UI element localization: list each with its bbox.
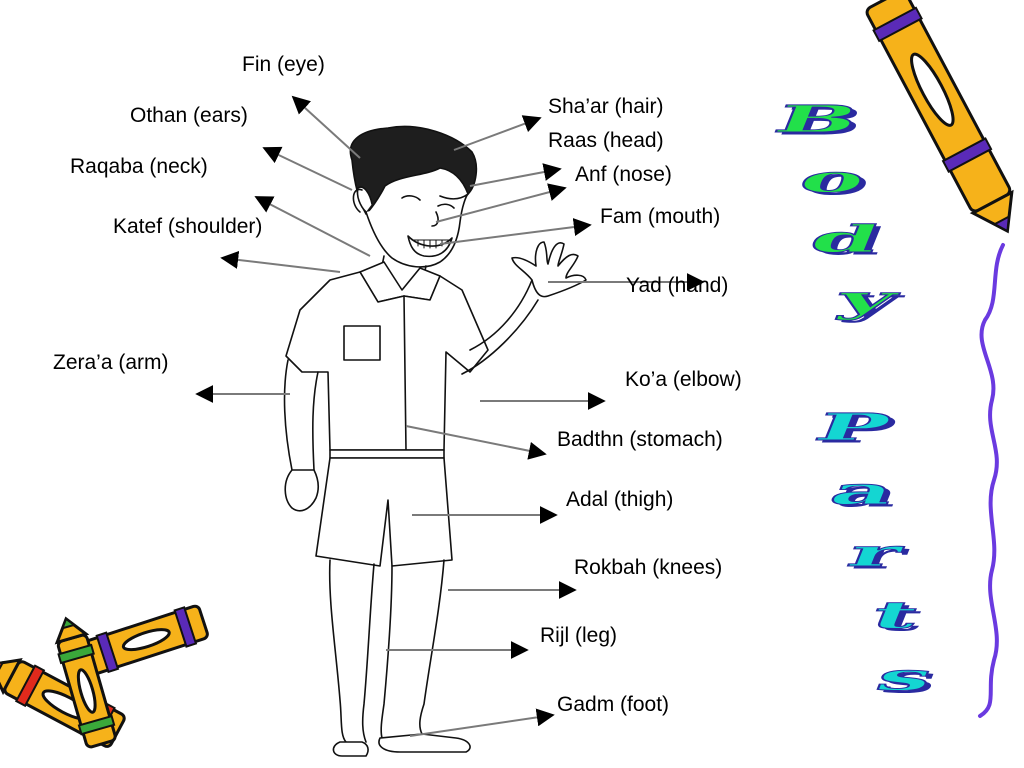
squiggle-line	[978, 243, 1005, 718]
crayons-icon	[0, 604, 209, 749]
arrow-nose	[469, 163, 562, 187]
label-knees: Rokbah (knees)	[574, 556, 723, 579]
arrow-head	[435, 183, 567, 223]
arrow-shoulder	[220, 250, 341, 273]
crayon-icon	[865, 0, 1014, 234]
label-ears: Othan (ears)	[130, 104, 248, 127]
label-mouth: Fam (mouth)	[600, 205, 721, 228]
wordart-letter-shadow: B	[773, 100, 872, 143]
wordart-parts: P P a a r r t t s s	[807, 405, 946, 702]
arrow-hair	[453, 115, 542, 151]
label-thigh: Adal (thigh)	[566, 488, 674, 511]
label-head: Raas (head)	[548, 129, 664, 152]
boy-illustration	[283, 125, 587, 757]
label-shoulder: Katef (shoulder)	[113, 215, 263, 238]
label-arrows	[195, 95, 705, 737]
arrow-stomach	[405, 425, 547, 460]
label-leg: Rijl (leg)	[540, 624, 618, 647]
label-arm: Zera’a (arm)	[53, 351, 169, 374]
arrow-mouth	[439, 218, 592, 245]
arrow-ears	[262, 146, 353, 191]
label-elbow: Ko’a (elbow)	[625, 368, 742, 391]
label-nose: Anf (nose)	[575, 163, 672, 186]
arrow-foot	[409, 708, 555, 737]
arrow-eye	[291, 95, 361, 159]
wordart-body: B B o o d d y y	[767, 97, 912, 324]
label-stomach: Badthn (stomach)	[557, 428, 723, 451]
label-foot: Gadm (foot)	[557, 693, 670, 716]
wordart-letter-shadow: P	[814, 408, 904, 451]
label-hair: Sha’ar (hair)	[548, 95, 664, 118]
wordart-letter: B	[768, 98, 867, 141]
wordart-letter: d	[803, 218, 888, 261]
label-eye: Fin (eye)	[242, 53, 325, 76]
label-neck: Raqaba (neck)	[70, 155, 208, 178]
arrow-neck	[254, 196, 371, 257]
label-hand: Yad (hand)	[626, 274, 729, 297]
